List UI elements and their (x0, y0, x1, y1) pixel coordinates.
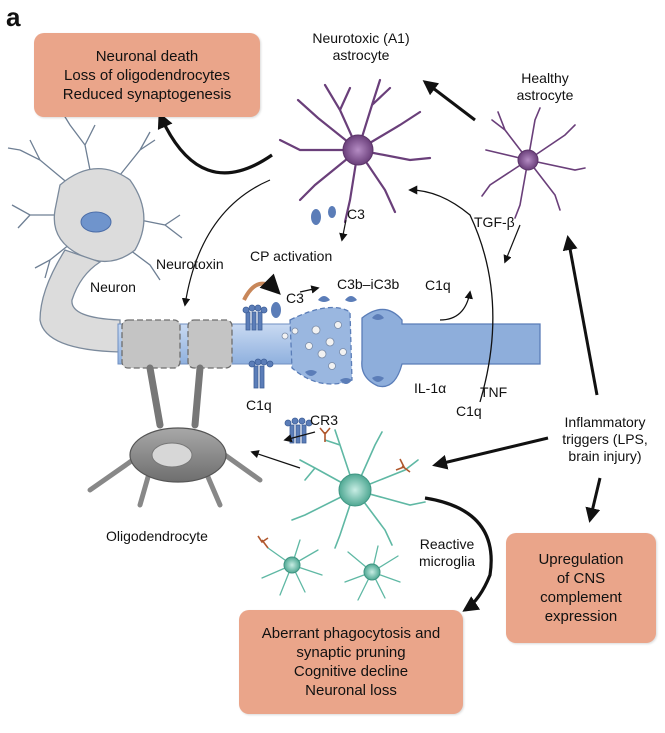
label-c1q-right: C1q (425, 277, 451, 293)
arrow-triggers-down (585, 477, 602, 523)
upregulation-box: Upregulation of CNS complement expressio… (506, 533, 656, 643)
box-line: Aberrant phagocytosis and (261, 625, 441, 642)
label-oligodendrocyte: Oligodendrocyte (106, 528, 208, 544)
arrow-c3-to-c3b (299, 285, 320, 294)
box-line: Reduced synaptogenesis (62, 85, 232, 103)
cp-activation-arrow (242, 273, 281, 301)
label-reactive-microglia: Reactive microglia (405, 536, 489, 570)
arrow-tgf (503, 224, 521, 264)
label-line: microglia (418, 553, 475, 569)
arrow-c3-down (339, 219, 348, 242)
arrow-healthy-to-a1 (422, 80, 476, 122)
label-line: brain injury) (568, 448, 642, 464)
cr3-complex (284, 417, 313, 444)
box-line: Cognitive decline (293, 663, 409, 680)
label-line: Neurotoxic (A1) (312, 30, 410, 46)
label-neuron: Neuron (90, 279, 136, 295)
label-il1a: IL-1α (414, 380, 447, 396)
label-line: triggers (LPS, (562, 431, 648, 447)
label-line: Reactive (419, 536, 475, 552)
arrow-neurotoxin (181, 179, 271, 307)
neuronal-death-box: Neuronal death Loss of oligodendrocytes … (34, 33, 260, 117)
label-cr3: CR3 (310, 412, 339, 428)
microglia-small-right (344, 545, 401, 601)
a1-astrocyte-cell (278, 78, 432, 224)
panel-label: a (6, 2, 21, 32)
arrow-microglia-to-aberrant (424, 496, 493, 612)
arrow-microglia-to-oligo (250, 450, 301, 469)
label-inflammatory-triggers: Inflammatory triggers (LPS, brain injury… (548, 414, 662, 465)
label-healthy-astrocyte: Healthy astrocyte (500, 70, 590, 104)
arrow-c1q-right (439, 290, 473, 321)
aberrant-phagocytosis-box: Aberrant phagocytosis and synaptic pruni… (239, 610, 463, 714)
reactive-microglia-cell (291, 429, 426, 549)
label-cp-activation: CP activation (250, 248, 333, 264)
box-line: Neuronal death (95, 47, 199, 65)
label-a1-astrocyte: Neurotoxic (A1) astrocyte (296, 30, 426, 64)
label-line: Healthy (521, 70, 569, 86)
c1q-complex-top (242, 304, 268, 331)
oligodendrocyte-cell (87, 364, 263, 508)
arrow-triggers-up (562, 235, 599, 396)
label-line: astrocyte (332, 47, 390, 63)
arrow-triggers-to-microglia (432, 436, 549, 470)
label-c3b-ic3b: C3b–iC3b (337, 276, 400, 292)
label-c3-mid: C3 (286, 290, 304, 306)
label-neurotoxin: Neurotoxin (156, 256, 224, 272)
box-line: complement (540, 589, 622, 606)
c3b-deposits (305, 296, 384, 384)
label-line: Inflammatory (564, 414, 646, 430)
box-line: expression (544, 608, 618, 625)
label-tgf-beta: TGF-β (474, 214, 515, 230)
box-line: synaptic pruning (296, 644, 406, 661)
label-c3-top: C3 (347, 206, 365, 222)
label-tnf: TNF (480, 384, 508, 400)
microglia-small-left (261, 539, 323, 596)
label-line: astrocyte (516, 87, 574, 103)
box-line: Loss of oligodendrocytes (64, 66, 230, 84)
box-line: Upregulation (538, 551, 624, 568)
complement-c3-mid (271, 302, 281, 318)
arrow-a1-to-death (157, 112, 273, 175)
microglia-receptor-glyphs (257, 427, 411, 549)
label-c1q-low: C1q (456, 403, 482, 419)
axon (117, 306, 541, 388)
c1q-complex-bottom (248, 358, 274, 389)
arrow-cr3 (283, 431, 316, 443)
complement-c3-top (311, 206, 336, 225)
arrow-microglia-to-a1 (408, 185, 494, 403)
healthy-astrocyte-cell (481, 107, 586, 219)
label-c1q-left: C1q (246, 397, 272, 413)
box-line: of CNS (556, 570, 606, 587)
box-line: Neuronal loss (305, 682, 397, 699)
neuron-cell (7, 111, 183, 353)
